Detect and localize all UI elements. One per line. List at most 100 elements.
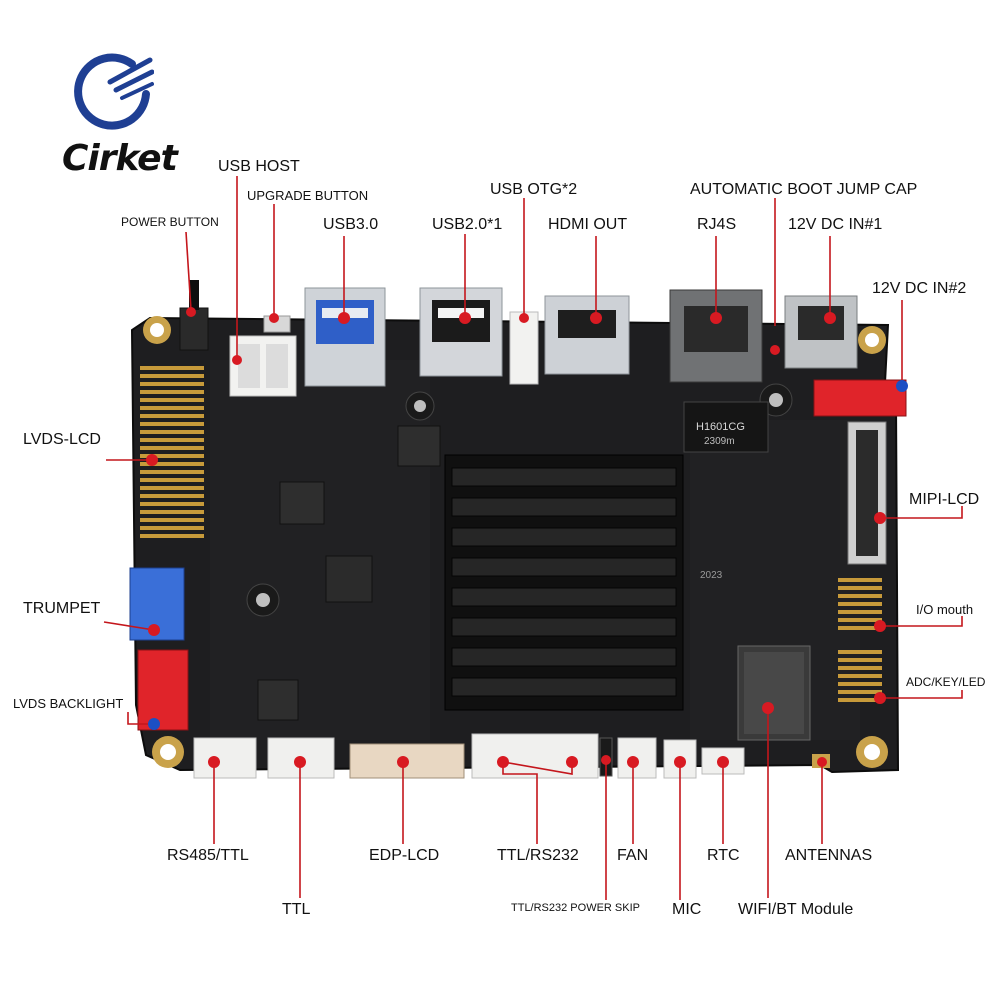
label-hdmi-out: HDMI OUT <box>548 216 628 233</box>
lvds-header <box>140 366 204 538</box>
label-antennas: ANTENNAS <box>785 847 873 864</box>
label-lvds-lcd: LVDS-LCD <box>23 431 101 448</box>
marker-adc <box>874 692 886 704</box>
rs485-connector <box>193 737 257 779</box>
marker-fan <box>627 756 639 768</box>
label-adc-key-led: ADC/KEY/LED <box>906 675 986 689</box>
heatsink-fin <box>451 587 677 607</box>
label-mipi-lcd: MIPI-LCD <box>909 491 980 508</box>
header-pin <box>838 602 882 606</box>
label-edp-lcd: EDP-LCD <box>369 847 440 864</box>
marker-ttl-rs232-b <box>566 756 578 768</box>
header-pin <box>838 586 882 590</box>
label-rs485-ttl: RS485/TTL <box>167 847 249 864</box>
inductor <box>279 481 325 525</box>
header-pin <box>838 690 882 694</box>
marker-rj45 <box>710 312 722 324</box>
year-marking: 2023 <box>700 570 723 581</box>
marker-trumpet <box>148 624 160 636</box>
cirket-logo-icon <box>74 53 154 130</box>
header-pin <box>140 406 204 410</box>
leader-trumpet <box>103 621 155 631</box>
marker-power <box>186 307 196 317</box>
header-pin <box>838 682 882 686</box>
header-pin <box>140 414 204 418</box>
header-pin <box>838 626 882 630</box>
mounting-hole <box>152 736 184 768</box>
label-rtc: RTC <box>707 847 740 864</box>
ethernet-chip <box>683 401 769 453</box>
heatsink-fin <box>451 467 677 487</box>
label-dc-in2: 12V DC IN#2 <box>872 280 967 297</box>
label-usb30: USB3.0 <box>323 216 379 233</box>
leader-backlight <box>127 712 154 725</box>
header-pin <box>140 470 204 474</box>
header-pin <box>140 494 204 498</box>
marker-upgrade <box>269 313 279 323</box>
label-rj45: RJ4S <box>697 216 737 233</box>
header-pin <box>140 534 204 538</box>
heatsink-fin <box>451 527 677 547</box>
heatsink-fin <box>451 677 677 697</box>
marker-hdmi <box>590 312 602 324</box>
capacitor <box>405 391 435 421</box>
leader-mipi <box>880 506 963 519</box>
label-usb-host: USB HOST <box>218 158 300 175</box>
label-dc-in1: 12V DC IN#1 <box>788 216 883 233</box>
inductor <box>397 425 441 467</box>
marker-usb-host <box>232 355 242 365</box>
header-pin <box>838 650 882 654</box>
label-fan: FAN <box>617 847 649 864</box>
marker-autoboot <box>770 345 780 355</box>
marker-wifi <box>762 702 774 714</box>
header-pin <box>140 382 204 386</box>
heatsink-fin <box>451 617 677 637</box>
marker-mipi <box>874 512 886 524</box>
label-power-button: POWER BUTTON <box>121 215 219 229</box>
label-io-mouth: I/O mouth <box>916 602 974 617</box>
marker-skip <box>601 755 611 765</box>
io-header <box>838 578 882 702</box>
header-pin <box>140 502 204 506</box>
header-pin <box>140 422 204 426</box>
header-pin <box>140 454 204 458</box>
marker-dc1 <box>824 312 836 324</box>
marker-usb30 <box>338 312 350 324</box>
header-pin <box>140 462 204 466</box>
marker-mic <box>674 756 686 768</box>
leader-io <box>880 616 963 627</box>
header-pin <box>140 438 204 442</box>
header-pin <box>140 486 204 490</box>
marker-edp <box>397 756 409 768</box>
header-pin <box>140 430 204 434</box>
marker-rs485 <box>208 756 220 768</box>
marker-usb20 <box>459 312 471 324</box>
marker-backlight <box>148 718 160 730</box>
marker-antennas <box>817 757 827 767</box>
label-usb20: USB2.0*1 <box>432 216 503 233</box>
label-upgrade-button: UPGRADE BUTTON <box>247 188 369 203</box>
mounting-hole <box>856 736 888 768</box>
header-pin <box>140 398 204 402</box>
header-pin <box>838 698 882 702</box>
label-wifi-bt: WIFI/BT Module <box>738 901 854 918</box>
dc-in2-connector <box>813 379 907 417</box>
label-usb-otg: USB OTG*2 <box>490 181 578 198</box>
marker-lvds <box>146 454 158 466</box>
marker-io <box>874 620 886 632</box>
marker-ttl-rs232-a <box>497 756 509 768</box>
header-pin <box>140 366 204 370</box>
marker-rtc <box>717 756 729 768</box>
label-ttl-rs232: TTL/RS232 <box>497 847 579 864</box>
header-pin <box>838 610 882 614</box>
header-pin <box>838 618 882 622</box>
capacitor <box>246 583 280 617</box>
marker-otg <box>519 313 529 323</box>
label-mic: MIC <box>672 901 702 918</box>
header-pin <box>838 658 882 662</box>
heatsink-fin <box>451 497 677 517</box>
label-power-skip: TTL/RS232 POWER SKIP <box>511 902 640 914</box>
header-pin <box>140 446 204 450</box>
header-pin <box>140 526 204 530</box>
